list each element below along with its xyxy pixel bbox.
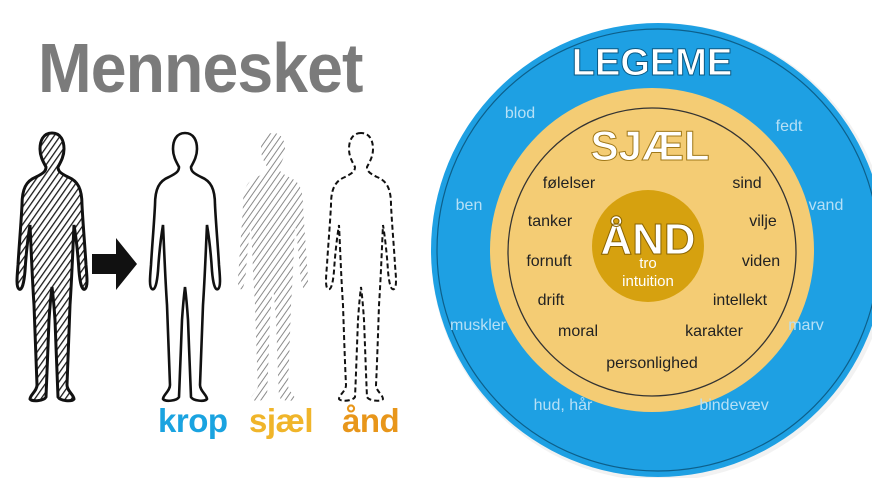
sjael-item: vilje (749, 213, 777, 230)
soul-figure (238, 133, 308, 401)
aand-item: tro (639, 255, 657, 272)
legeme-heading: LEGEME (572, 42, 732, 84)
sjael-item: sind (732, 175, 761, 192)
legeme-item: vand (809, 197, 844, 214)
sjael-item: karakter (685, 323, 743, 340)
sjael-heading: SJÆL (590, 122, 709, 169)
legeme-item: marv (788, 317, 824, 334)
sjael-item: viden (742, 253, 780, 270)
sjael-item: intellekt (713, 292, 768, 309)
legeme-item: bindevæv (699, 397, 768, 414)
legeme-item: hud, hår (534, 396, 593, 414)
sjael-item: moral (558, 323, 598, 340)
aand-item: intuition (622, 273, 674, 290)
sjael-item: tanker (528, 213, 573, 230)
sjael-item: fornuft (526, 253, 572, 270)
spirit-figure (326, 133, 396, 401)
sjael-item: personlighed (606, 355, 698, 372)
hatched-body-figure (17, 133, 87, 401)
legeme-item: muskler (450, 317, 507, 334)
legeme-item: fedt (776, 118, 803, 135)
label-sjael: sjæl (249, 402, 313, 440)
body-outline-figure (150, 133, 220, 401)
label-aand: ånd (342, 402, 399, 440)
legeme-item: blod (505, 105, 535, 122)
legeme-item: ben (456, 197, 483, 214)
sjael-item: drift (538, 292, 565, 309)
label-krop: krop (158, 402, 228, 440)
sjael-item: følelser (543, 175, 596, 192)
arrow-right-icon (92, 238, 137, 290)
